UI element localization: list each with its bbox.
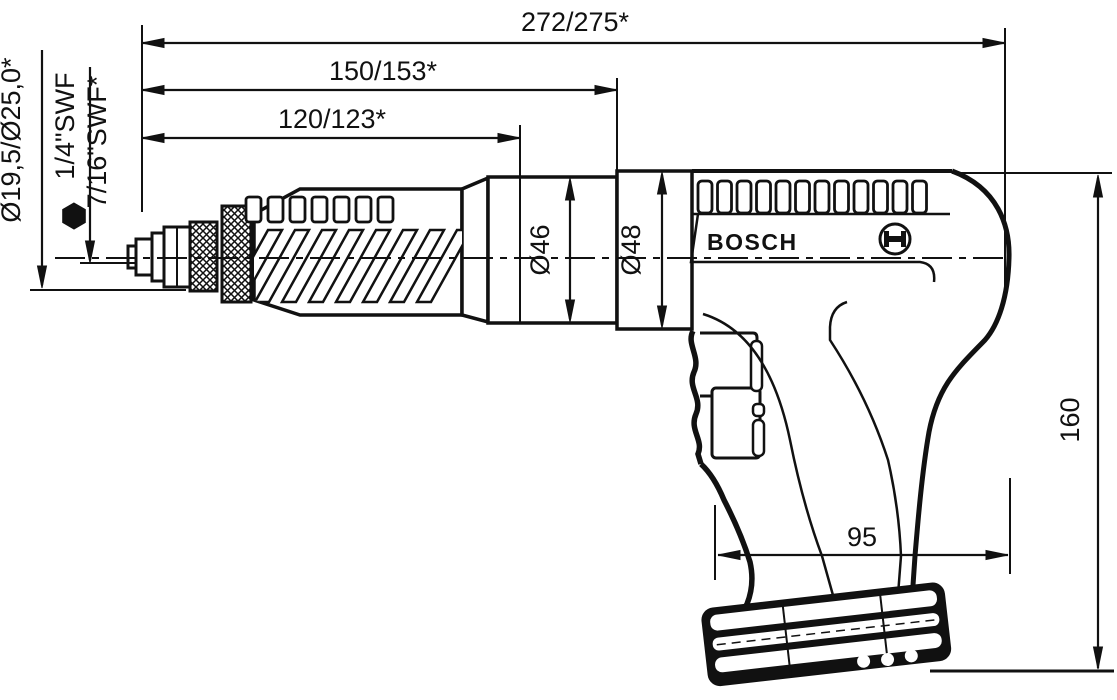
arrowhead bbox=[1092, 174, 1104, 198]
dim-label-overall: 272/275* bbox=[521, 7, 630, 37]
dimension-lines bbox=[30, 25, 1114, 673]
grip-stripe bbox=[414, 228, 462, 304]
dim-label-hex-quarter: 1/4"SWF bbox=[50, 72, 80, 179]
grip-stripe bbox=[254, 228, 312, 304]
dimension-labels: 272/275* 150/153* 120/123* Ø19,5/Ø25,0* … bbox=[0, 7, 1085, 552]
vent-slot bbox=[288, 195, 307, 224]
grip-stripe bbox=[306, 228, 366, 304]
brand-wordmark: BOSCH bbox=[707, 229, 798, 255]
motor-housing bbox=[689, 168, 1012, 601]
dim-label-nose-dia: Ø19,5/Ø25,0* bbox=[0, 57, 26, 223]
pistol-grip bbox=[688, 300, 903, 616]
dim-label-hex-716: 7/16"SWF* bbox=[82, 75, 112, 208]
arrowhead bbox=[141, 37, 165, 49]
arrowhead bbox=[141, 84, 165, 96]
base-seam bbox=[781, 599, 792, 678]
arrowhead bbox=[36, 265, 48, 289]
bosch-armature-logo-icon bbox=[878, 222, 912, 256]
vent-slot bbox=[735, 179, 753, 215]
arrowhead bbox=[84, 240, 96, 264]
chuck-nose bbox=[126, 204, 253, 304]
grip-stripe bbox=[387, 228, 447, 304]
vent-slot bbox=[872, 179, 889, 215]
base-toe bbox=[904, 649, 918, 663]
housing-and-grip-back-edge bbox=[909, 168, 1012, 601]
vent-slot bbox=[911, 179, 928, 215]
trigger-pill-upper bbox=[749, 339, 764, 393]
front-vent-slots bbox=[244, 195, 395, 224]
vent-slot bbox=[696, 179, 714, 215]
arrowhead bbox=[564, 299, 576, 323]
grip-stripe bbox=[279, 228, 339, 304]
base-texture-line bbox=[716, 619, 936, 646]
body-section-d48 bbox=[615, 169, 694, 331]
vent-slot bbox=[332, 195, 351, 224]
cone-transition bbox=[460, 175, 490, 325]
arrowhead bbox=[656, 305, 668, 329]
tool-body: BOSCH bbox=[126, 168, 1012, 687]
arrowhead bbox=[717, 549, 741, 561]
trigger-front-edge bbox=[688, 329, 704, 465]
grip-front-edge bbox=[699, 461, 755, 616]
vent-slot bbox=[833, 179, 850, 215]
vent-slot bbox=[354, 195, 373, 224]
trigger-pill-lower bbox=[751, 418, 766, 458]
arrowhead bbox=[497, 132, 521, 144]
vent-slot bbox=[794, 179, 811, 215]
vent-slot bbox=[266, 195, 285, 224]
arrowhead bbox=[1092, 646, 1104, 670]
arrowhead bbox=[982, 37, 1006, 49]
trigger-pill-mid bbox=[751, 402, 766, 418]
arrowhead bbox=[564, 177, 576, 201]
vent-slot bbox=[376, 195, 395, 224]
base-toe bbox=[881, 653, 895, 667]
grip-stripe bbox=[254, 228, 285, 304]
vent-slot bbox=[774, 179, 792, 215]
grip-stripe bbox=[333, 228, 393, 304]
arrowhead bbox=[656, 171, 668, 195]
base-toe bbox=[857, 654, 871, 668]
vent-slot bbox=[244, 195, 263, 224]
dim-label-160: 160 bbox=[1055, 397, 1085, 442]
grip-inner-back-line bbox=[828, 300, 903, 596]
vent-slot bbox=[813, 179, 831, 215]
knurled-ring-front bbox=[188, 220, 219, 293]
dim-label-120: 120/123* bbox=[278, 104, 387, 134]
vent-slot bbox=[310, 195, 329, 224]
vent-slot bbox=[852, 179, 870, 215]
vent-slot bbox=[891, 179, 909, 215]
arrowhead bbox=[594, 84, 618, 96]
grip-stripe bbox=[360, 228, 420, 304]
dim-label-150: 150/153* bbox=[329, 56, 438, 86]
rear-vent-slots bbox=[696, 179, 928, 215]
arrowhead bbox=[141, 132, 165, 144]
grip-inner-front-line bbox=[702, 312, 838, 607]
arrowhead bbox=[985, 549, 1009, 561]
hex-bit-icon bbox=[62, 202, 86, 230]
knurled-ring-rear bbox=[220, 204, 253, 304]
bosch-band-bottom-line bbox=[689, 213, 936, 283]
dim-label-95: 95 bbox=[847, 522, 877, 552]
dim-label-d48: Ø48 bbox=[616, 224, 646, 275]
vent-slot bbox=[755, 179, 772, 215]
base-foot bbox=[701, 582, 952, 687]
dim-label-d46: Ø46 bbox=[525, 224, 555, 275]
grip-stripes bbox=[254, 228, 462, 304]
vent-slot bbox=[716, 179, 733, 215]
